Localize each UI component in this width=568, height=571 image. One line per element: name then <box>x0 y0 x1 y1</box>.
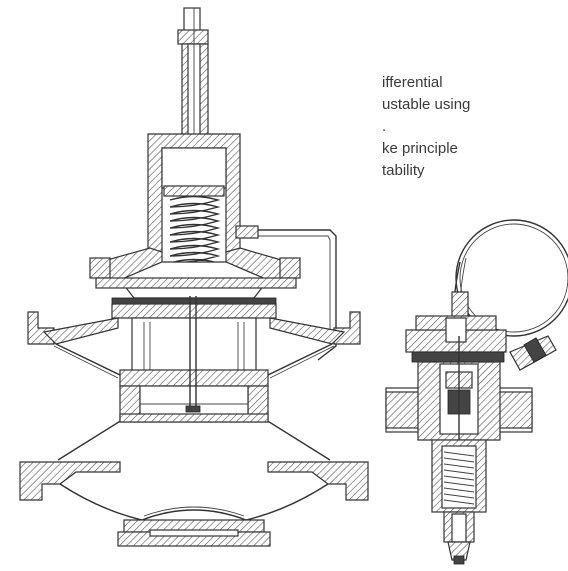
small-valve-body <box>385 336 533 470</box>
large-valve-cross-section <box>19 7 369 547</box>
small-valve-cross-section <box>385 219 568 565</box>
valve-stem-top <box>177 7 209 170</box>
description-line-1: ifferential <box>382 74 443 91</box>
description-line-5: tability <box>382 162 425 179</box>
diaphragm-housing <box>89 247 301 319</box>
small-valve-head <box>405 315 557 371</box>
impulse-line <box>235 225 337 361</box>
capillary-loop <box>451 219 568 337</box>
description-line-4: ke principle <box>382 140 458 157</box>
setting-spindle <box>443 511 475 565</box>
description-line-2: ustable using <box>382 96 471 113</box>
control-spring <box>169 195 221 271</box>
valve-bottom <box>19 461 369 547</box>
description-text: ifferential ustable using . ke principle… <box>382 72 568 182</box>
description-line-3: . <box>382 118 387 135</box>
small-spring-housing <box>431 439 487 513</box>
actuator-cylinder <box>147 133 241 253</box>
valve-body <box>27 296 361 461</box>
